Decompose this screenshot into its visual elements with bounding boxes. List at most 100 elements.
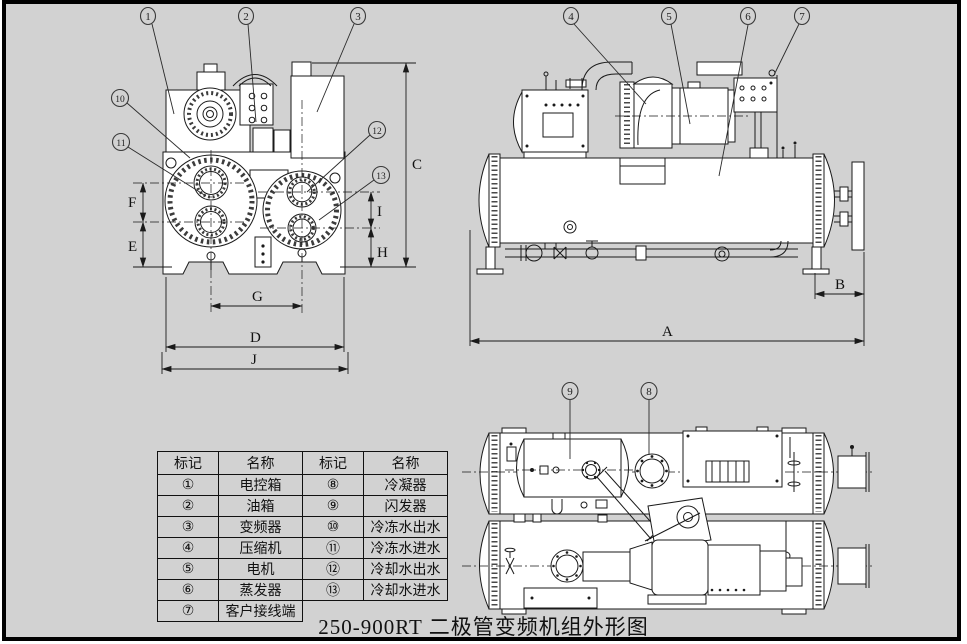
part-name: 蒸发器 [218,579,303,601]
svg-text:3: 3 [355,11,361,23]
part-name: 闪发器 [363,495,448,517]
svg-text:11: 11 [116,139,125,149]
callout-10: 10 [110,88,191,159]
dimension-label-d: D [250,330,261,346]
parts-table-header: 标记 名称 标记 名称 [157,451,448,475]
dimension-label-i: I [377,204,382,220]
part-name: 油箱 [218,495,303,517]
part-mark: ② [157,495,219,517]
side-view: A B 4 5 6 7 [469,6,865,346]
callout-4: 4 [562,6,647,105]
valve-handwheel [787,452,801,492]
vessel-right-cap [823,153,835,248]
left-valve [504,547,516,575]
callout-12: 12 [306,120,387,193]
table-row: ② 油箱 ⑨ 闪发器 [157,495,448,517]
vessel-left-cap [478,153,490,248]
svg-text:2: 2 [243,11,249,23]
part-name: 冷冻水出水 [363,516,448,538]
dimension-label-h: H [377,245,388,261]
header-mark-left: 标记 [157,451,219,475]
table-row: ④ 压缩机 ⑪ 冷冻水进水 [157,537,448,559]
dimension-label-g: G [252,289,263,305]
top-view: 9 8 [462,381,872,615]
callout-13: 13 [318,165,391,221]
oil-tank-panel [239,83,274,126]
svg-text:12: 12 [372,127,382,137]
part-mark: ⑪ [302,537,364,559]
side-view-dimensions: A B [469,230,865,346]
svg-text:6: 6 [745,11,751,23]
svg-text:4: 4 [568,11,574,23]
table-row: ③ 变频器 ⑩ 冷冻水出水 [157,516,448,538]
header-name-right: 名称 [363,451,448,475]
part-name: 冷凝器 [363,474,448,496]
motor-end-circles [183,87,237,141]
callout-6: 6 [718,6,757,177]
top-compressor-assembly [550,497,803,605]
motor [615,81,750,145]
bottom-piping [505,240,798,262]
customer-terminal-panel [733,69,778,159]
parts-table: 标记 名称 标记 名称 ① 电控箱 ⑧ 冷凝器 ② 油箱 ⑨ 闪发器 ③ 变频器… [157,451,448,622]
front-view-dimensions: C F E I H G D J [128,62,422,374]
part-mark: ⑦ [157,600,219,622]
svg-text:9: 9 [567,386,573,398]
part-name: 压缩机 [218,537,303,559]
part-mark: ⑤ [157,558,219,580]
svg-text:13: 13 [376,172,386,182]
flash-vessel [505,432,640,498]
header-mark-right: 标记 [302,451,364,475]
callout-1: 1 [139,6,175,115]
dimension-label-j: J [251,352,257,368]
right-tube-sheet [834,161,865,251]
part-mark: ⑨ [302,495,364,517]
part-mark: ⑥ [157,579,219,601]
part-mark: ⑬ [302,579,364,601]
dimension-label-e: E [128,239,137,255]
callout-8: 8 [640,381,658,455]
dimension-label-c: C [412,157,422,173]
part-name: 冷却水出水 [363,558,448,580]
callout-3: 3 [316,6,367,113]
part-name: 冷却水进水 [363,579,448,601]
table-row: ⑤ 电机 ⑫ 冷却水出水 [157,558,448,580]
support-legs [476,246,830,275]
front-view: C F E I H G D J [110,6,422,374]
control-box [513,89,589,159]
part-mark: ③ [157,516,219,538]
drawing-title: 250-900RT 二极管变频机组外形图 [318,615,649,639]
callout-5: 5 [660,6,691,125]
part-name: 电控箱 [218,474,303,496]
callout-11: 11 [111,132,207,197]
callout-9: 9 [561,381,579,459]
dimension-label-b: B [835,277,845,293]
header-name-left: 名称 [218,451,303,475]
condenser-port [634,453,670,489]
svg-text:5: 5 [666,11,672,23]
part-name: 冷冻水进水 [363,537,448,559]
control-screen [542,112,574,138]
part-mark: ⑧ [302,474,364,496]
part-mark: ① [157,474,219,496]
part-name: 电机 [218,558,303,580]
table-row: ⑦ 客户接线端 [157,600,448,622]
dimension-label-a: A [662,324,673,340]
table-row: ① 电控箱 ⑧ 冷凝器 [157,474,448,496]
top-control-box [682,426,783,488]
svg-text:10: 10 [115,95,125,105]
callout-7: 7 [773,6,811,76]
compressor [619,76,674,149]
water-nozzles [837,445,870,588]
part-mark: ⑫ [302,558,364,580]
svg-text:1: 1 [145,11,151,23]
dimension-label-f: F [128,195,136,211]
inverter-box [290,61,345,159]
table-row: ⑥ 蒸发器 ⑬ 冷却水进水 [157,579,448,601]
part-mark: ④ [157,537,219,559]
callout-2: 2 [237,6,257,123]
svg-text:8: 8 [646,386,652,398]
part-name: 客户接线端 [218,600,303,622]
svg-text:7: 7 [799,11,805,23]
